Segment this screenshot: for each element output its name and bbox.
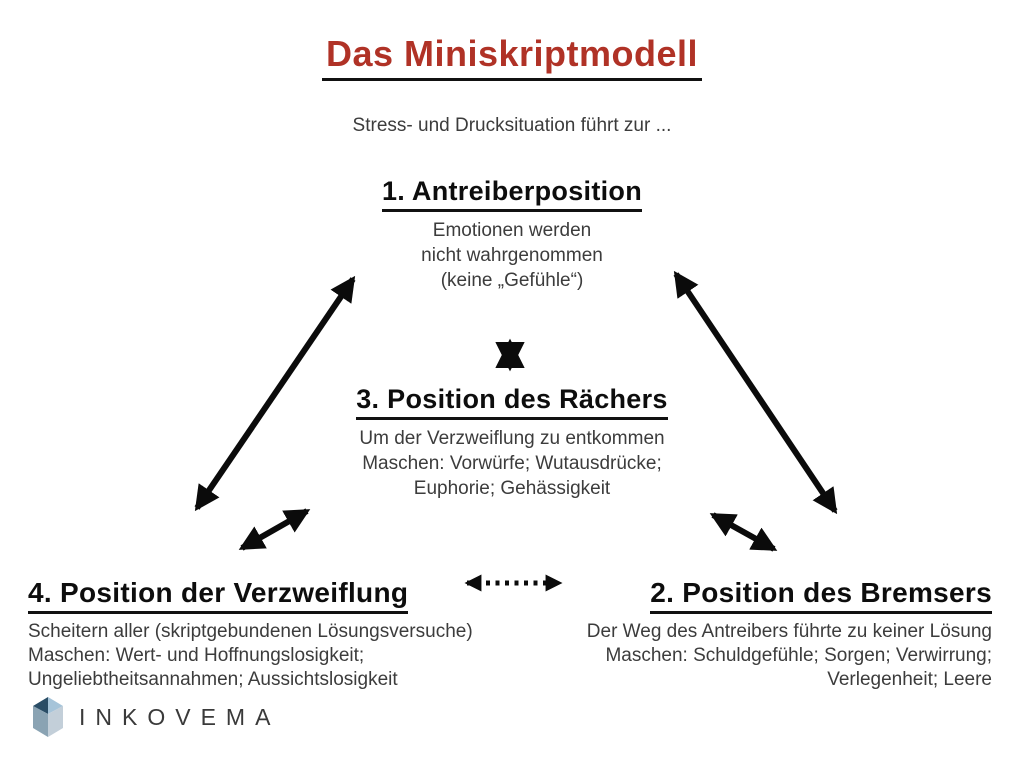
section-body-line: Emotionen werden	[432, 220, 592, 241]
arrow-raecher-verzweiflung-icon	[238, 508, 311, 551]
cube-icon	[33, 697, 63, 737]
section-heading-raecher: 3. Position des Rächers	[356, 384, 668, 420]
section-body-line: Verlegenheit; Leere	[827, 669, 992, 690]
section-body-line: Ungeliebtheitsannahmen; Aussichtslosigke…	[28, 669, 398, 690]
section-body-line: Scheitern aller (skriptgebundenen Lösung…	[28, 621, 473, 642]
section-verzweiflung: 4. Position der Verzweiflung Scheitern a…	[28, 577, 533, 692]
section-bremser: 2. Position des Bremsers Der Weg des Ant…	[522, 577, 992, 692]
title-wrap: Das Miniskriptmodell	[0, 33, 1024, 81]
section-heading-bremser: 2. Position des Bremsers	[650, 577, 992, 614]
section-body-line: Euphorie; Gehässigkeit	[413, 478, 611, 499]
logo: INKOVEMA	[33, 697, 280, 737]
section-body-line: Maschen: Schuldgefühle; Sorgen; Verwirru…	[605, 645, 992, 666]
section-heading-antreiber: 1. Antreiberposition	[381, 176, 643, 212]
section-body-line: (keine „Gefühle“)	[440, 270, 584, 291]
section-raecher: 3. Position des Rächers Um der Verzweifl…	[0, 384, 1024, 501]
arrow-raecher-bremser-icon	[709, 512, 778, 552]
section-body-line: nicht wahrgenommen	[421, 245, 603, 266]
section-antreiberposition: 1. Antreiberposition Emotionen werden ni…	[0, 176, 1024, 293]
section-body-line: Maschen: Wert- und Hoffnungslosigkeit;	[28, 645, 365, 666]
section-body-line: Um der Verzweiflung zu entkommen	[359, 428, 665, 449]
section-body-line: Der Weg des Antreibers führte zu keiner …	[586, 621, 992, 642]
section-body-line: Maschen: Vorwürfe; Wutausdrücke;	[362, 453, 662, 474]
logo-text: INKOVEMA	[79, 703, 281, 730]
page-title: Das Miniskriptmodell	[321, 33, 703, 81]
section-heading-verzweiflung: 4. Position der Verzweiflung	[28, 577, 409, 614]
subtitle: Stress- und Drucksituation führt zur ...	[352, 115, 672, 136]
